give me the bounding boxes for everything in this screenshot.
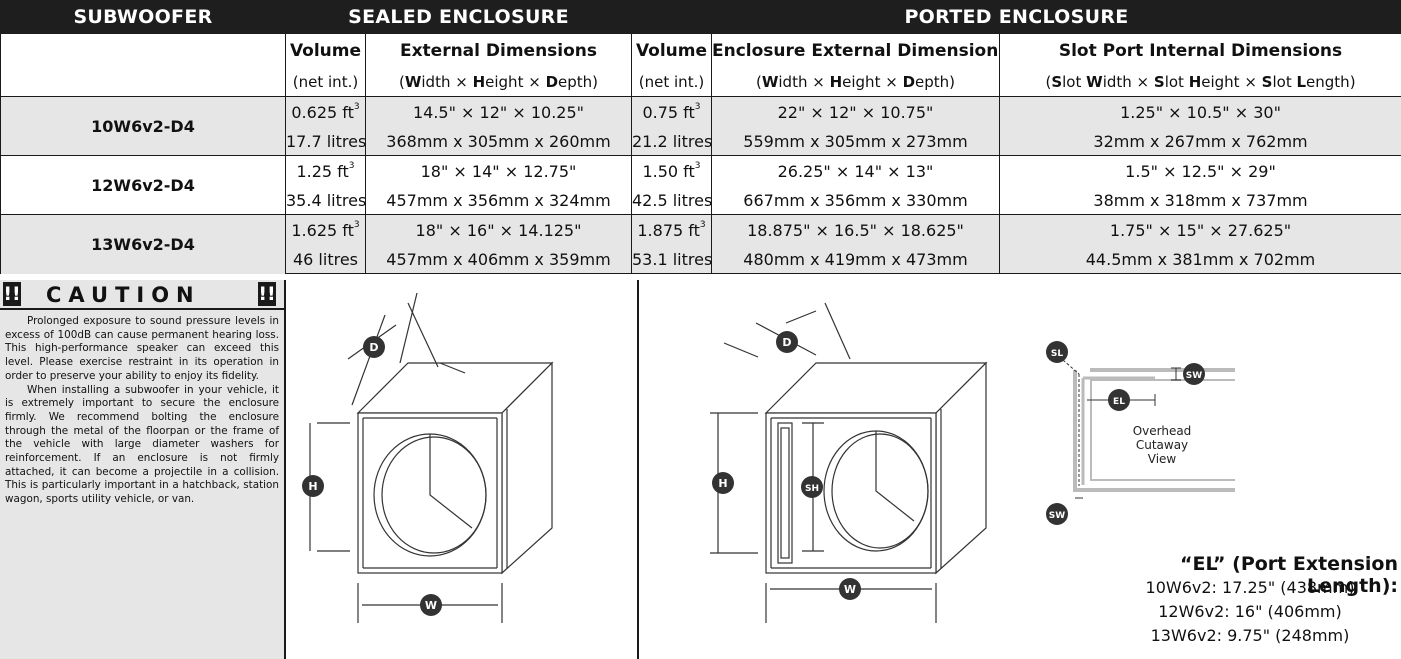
- slot-dims-in: 1.25" × 10.5" × 30": [998, 96, 1401, 128]
- ported-volume-l: 21.2 litres: [631, 127, 712, 156]
- caution-paragraph: Prolonged exposure to sound pressure lev…: [5, 315, 279, 382]
- table-row: 46 litres 457mm x 406mm x 359mm 53.1 lit…: [1, 245, 1401, 274]
- col-sealed-external-sub: (Width × Height × Depth): [365, 67, 632, 97]
- table-row: 17.7 litres 368mm x 305mm x 260mm 21.2 l…: [1, 127, 1401, 156]
- ported-dims-in: 18.875" × 16.5" × 18.625": [711, 214, 1000, 246]
- port-extension-line: 12W6v2: 16" (406mm): [1158, 602, 1342, 621]
- col-sealed-volume: Volume: [285, 33, 366, 68]
- header-subwoofer: SUBWOOFER: [0, 0, 286, 34]
- sealed-dims-in: 18" × 14" × 12.75": [365, 155, 632, 187]
- table-row: 35.4 litres 457mm x 356mm x 324mm 42.5 l…: [1, 186, 1401, 215]
- model-name: 10W6v2-D4: [0, 96, 286, 156]
- column-subheader-row: (net int.) (Width × Height × Depth) (net…: [1, 67, 1401, 97]
- label-sw: SW: [1049, 511, 1065, 521]
- sealed-volume-ft: 1.25 ft3: [285, 155, 366, 187]
- sealed-dims-in: 18" × 16" × 14.125": [365, 214, 632, 246]
- warning-icon: !!: [258, 282, 276, 306]
- col-ported-external-sub: (Width × Height × Depth): [711, 67, 1000, 97]
- table-row: 10W6v2-D4 0.625 ft3 14.5" × 12" × 10.25"…: [0, 96, 1401, 156]
- ported-volume-ft: 1.875 ft3: [631, 214, 712, 246]
- sealed-dims-mm: 457mm x 356mm x 324mm: [365, 186, 632, 215]
- label-sw: SW: [1186, 371, 1202, 381]
- sealed-enclosure-diagram: D H W: [302, 292, 554, 623]
- label-d: D: [782, 336, 791, 349]
- divider: [284, 280, 286, 659]
- model-name: 12W6v2-D4: [0, 155, 286, 215]
- label-el: EL: [1113, 397, 1125, 407]
- slot-dims-mm: 44.5mm x 381mm x 702mm: [998, 245, 1401, 274]
- label-w: W: [844, 583, 856, 596]
- sealed-dims-mm: 368mm x 305mm x 260mm: [365, 127, 632, 156]
- sealed-dims-in: 14.5" × 12" × 10.25": [365, 96, 632, 128]
- model-name: 13W6v2-D4: [0, 214, 286, 274]
- sealed-volume-l: 35.4 litres: [285, 186, 366, 215]
- col-slot-port-sub: (Slot Width × Slot Height × Slot Length): [998, 67, 1401, 97]
- col-sealed-volume-sub: (net int.): [285, 67, 366, 97]
- sealed-volume-l: 17.7 litres: [285, 127, 366, 156]
- label-sh: SH: [805, 484, 819, 494]
- sealed-volume-ft: 1.625 ft3: [285, 214, 366, 246]
- ported-volume-l: 53.1 litres: [631, 245, 712, 274]
- overhead-label: Overhead: [1133, 424, 1192, 438]
- header-ported: PORTED ENCLOSURE: [630, 0, 1401, 34]
- ported-dims-in: 26.25" × 14" × 13": [711, 155, 1000, 187]
- caution-bar: !! CAUTION !!: [0, 280, 284, 310]
- ported-volume-ft: 0.75 ft3: [631, 96, 712, 128]
- sealed-volume-l: 46 litres: [285, 245, 366, 274]
- overhead-label: View: [1148, 452, 1177, 466]
- label-w: W: [425, 599, 437, 612]
- blank-cell: [0, 33, 286, 97]
- label-sl: SL: [1051, 349, 1063, 359]
- table-row: 12W6v2-D4 1.25 ft3 18" × 14" × 12.75" 1.…: [0, 155, 1401, 215]
- col-ported-volume: Volume: [631, 33, 712, 68]
- caution-box: !! CAUTION !! Prolonged exposure to soun…: [0, 280, 284, 659]
- label-d: D: [369, 341, 378, 354]
- specs-table: SUBWOOFER SEALED ENCLOSURE PORTED ENCLOS…: [0, 0, 1401, 274]
- header-row: SUBWOOFER SEALED ENCLOSURE PORTED ENCLOS…: [0, 0, 1401, 34]
- slot-dims-in: 1.75" × 15" × 27.625": [998, 214, 1401, 246]
- port-extension-line: 13W6v2: 9.75" (248mm): [1150, 626, 1350, 645]
- overhead-label: Cutaway: [1136, 438, 1188, 452]
- ported-enclosure-diagram: D H SH W: [710, 302, 988, 623]
- warning-icon: !!: [3, 282, 21, 306]
- label-h: H: [718, 477, 727, 490]
- header-sealed: SEALED ENCLOSURE: [285, 0, 632, 34]
- slot-dims-mm: 38mm x 318mm x 737mm: [998, 186, 1401, 215]
- ported-dims-mm: 667mm x 356mm x 330mm: [711, 186, 1000, 215]
- overhead-cutaway-diagram: SL SW EL SW Overhead Cutaway View: [1046, 341, 1235, 525]
- caution-paragraph: When installing a subwoofer in your vehi…: [5, 383, 279, 506]
- sealed-dims-mm: 457mm x 406mm x 359mm: [365, 245, 632, 274]
- label-h: H: [308, 480, 317, 493]
- ported-volume-ft: 1.50 ft3: [631, 155, 712, 187]
- table-row: 13W6v2-D4 1.625 ft3 18" × 16" × 14.125" …: [0, 214, 1401, 274]
- sealed-volume-ft: 0.625 ft3: [285, 96, 366, 128]
- slot-dims-in: 1.5" × 12.5" × 29": [998, 155, 1401, 187]
- lower-section: !! CAUTION !! Prolonged exposure to soun…: [0, 280, 1401, 659]
- ported-dims-in: 22" × 12" × 10.75": [711, 96, 1000, 128]
- slot-dims-mm: 32mm x 267mm x 762mm: [998, 127, 1401, 156]
- ported-dims-mm: 559mm x 305mm x 273mm: [711, 127, 1000, 156]
- col-slot-port: Slot Port Internal Dimensions: [998, 33, 1401, 68]
- col-ported-external: Enclosure External Dimensions: [711, 33, 1000, 68]
- ported-dims-mm: 480mm x 419mm x 473mm: [711, 245, 1000, 274]
- col-ported-volume-sub: (net int.): [631, 67, 712, 97]
- port-extension-title: “EL” (Port Extension Length):: [1180, 553, 1398, 597]
- divider: [637, 280, 639, 659]
- port-extension-line: 10W6v2: 17.25" (438mm): [1145, 578, 1355, 597]
- caution-text: Prolonged exposure to sound pressure lev…: [0, 310, 284, 507]
- caution-title: CAUTION: [46, 283, 201, 307]
- column-header-row: Volume External Dimensions Volume Enclos…: [0, 33, 1401, 97]
- col-sealed-external: External Dimensions: [365, 33, 632, 68]
- ported-volume-l: 42.5 litres: [631, 186, 712, 215]
